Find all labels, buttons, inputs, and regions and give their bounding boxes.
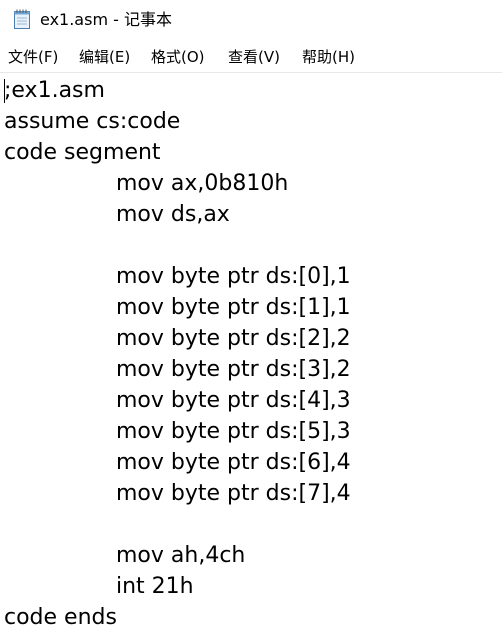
title-bar[interactable]: ex1.asm - 记事本: [0, 0, 502, 40]
menu-bar: 文件(F) 编辑(E) 格式(O) 查看(V) 帮助(H): [0, 42, 502, 73]
code-line: code ends: [4, 605, 117, 630]
code-line: code segment: [4, 140, 161, 165]
window-title: ex1.asm - 记事本: [40, 10, 172, 29]
menu-help[interactable]: 帮助(H): [302, 48, 355, 66]
code-line: mov byte ptr ds:[2],2: [116, 326, 351, 351]
code-line: mov byte ptr ds:[3],2: [116, 357, 351, 382]
code-line: mov byte ptr ds:[4],3: [116, 388, 351, 413]
code-line: mov ds,ax: [116, 202, 230, 227]
menu-edit[interactable]: 编辑(E): [79, 48, 131, 66]
code-line: int 21h: [116, 574, 194, 599]
code-line: mov ax,0b810h: [116, 171, 289, 196]
code-line: mov byte ptr ds:[6],4: [116, 450, 351, 475]
code-line: mov byte ptr ds:[1],1: [116, 295, 351, 320]
menu-view[interactable]: 查看(V): [228, 48, 280, 66]
code-line: assume cs:code: [4, 109, 181, 134]
code-line: mov byte ptr ds:[0],1: [116, 264, 351, 289]
menu-format[interactable]: 格式(O): [151, 48, 205, 66]
text-editor[interactable]: ;ex1.asm assume cs:code code segment mov…: [0, 73, 502, 631]
text-caret: [4, 79, 5, 103]
code-line: mov byte ptr ds:[5],3: [116, 419, 351, 444]
code-line: mov byte ptr ds:[7],4: [116, 481, 351, 506]
code-line: ;ex1.asm: [4, 78, 105, 103]
notepad-icon: [13, 9, 31, 29]
menu-file[interactable]: 文件(F): [8, 48, 59, 66]
code-line: mov ah,4ch: [116, 543, 246, 568]
